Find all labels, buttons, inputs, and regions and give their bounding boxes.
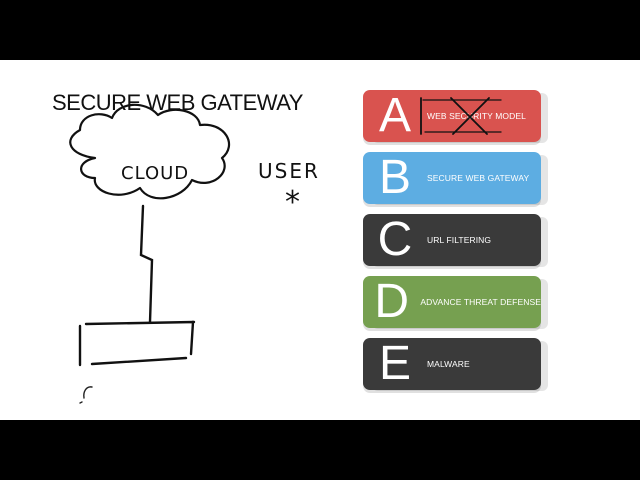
option-label: MALWARE (427, 359, 470, 369)
option-c[interactable]: C URL FILTERING (363, 214, 541, 266)
user-label: USER (258, 159, 320, 183)
gateway-box (78, 320, 196, 367)
option-b[interactable]: B SECURE WEB GATEWAY (363, 152, 541, 204)
option-label: ADVANCE THREAT DEFENSE (420, 297, 541, 307)
option-label: SECURE WEB GATEWAY (427, 173, 530, 183)
cloud-label: CLOUD (121, 163, 189, 184)
pen-mark (79, 386, 93, 404)
connector-line (139, 204, 154, 324)
option-letter: C (377, 213, 413, 266)
option-label: URL FILTERING (427, 235, 492, 245)
option-a[interactable]: A WEB SECURITY MODEL (363, 90, 541, 142)
cloud-shape (69, 103, 231, 200)
option-letter: A (378, 89, 411, 142)
option-letter: E (378, 337, 411, 390)
whiteboard-sketch: CLOUD USER * (69, 103, 320, 404)
option-letter: D (374, 275, 410, 328)
slide-canvas: SECURE WEB GATEWAY CLOUD USER * A WEB SE… (0, 60, 640, 420)
option-d[interactable]: D ADVANCE THREAT DEFENSE (363, 276, 541, 328)
option-label: WEB SECURITY MODEL (427, 111, 526, 121)
answer-options: A WEB SECURITY MODEL B SECURE WEB GATEWA… (363, 90, 563, 400)
option-e[interactable]: E MALWARE (363, 338, 541, 390)
user-mark: * (285, 185, 300, 220)
option-letter: B (378, 151, 411, 204)
